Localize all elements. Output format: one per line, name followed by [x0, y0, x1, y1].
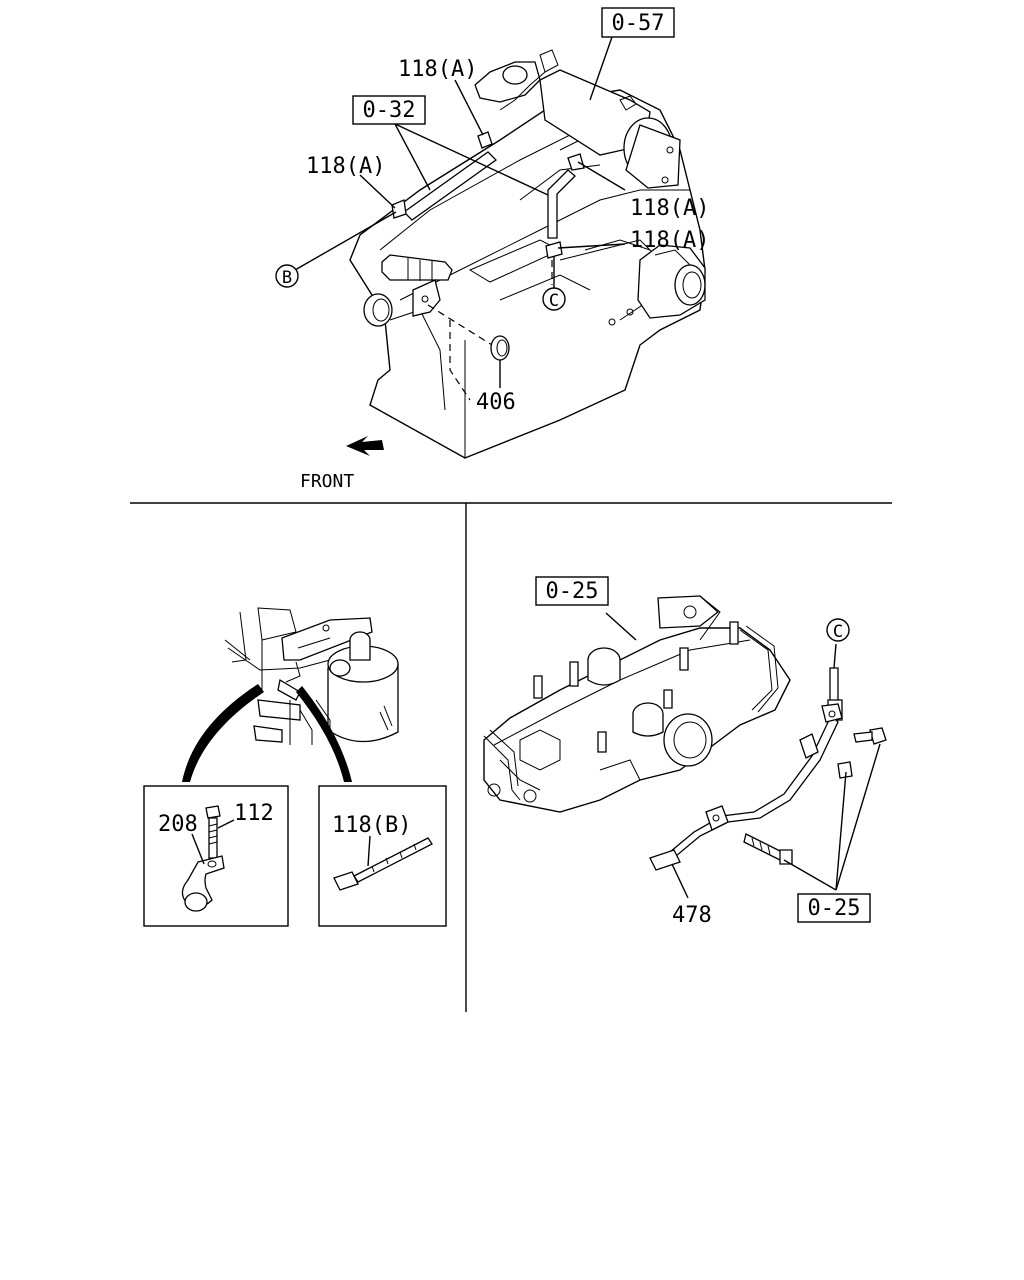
- leader-0-25-b: [835, 743, 881, 891]
- detail-pointer-right-icon: [296, 686, 352, 782]
- clip-bolt-illustration: [181, 805, 225, 912]
- front-label: FRONT: [300, 471, 354, 492]
- cable-tie-illustration: [333, 837, 433, 891]
- leader-118b: [367, 835, 371, 867]
- marker-c: C: [549, 291, 559, 311]
- ref-0-32: 0-32: [363, 98, 416, 123]
- callout-112: 112: [234, 801, 274, 826]
- marker-c-br-circle: [826, 618, 850, 642]
- leader-112: [217, 819, 235, 829]
- ref-box-0-57: [601, 7, 675, 38]
- callout-406: 406: [476, 390, 516, 415]
- detail-box-tie: [318, 785, 447, 927]
- ref-box-0-32: [352, 95, 426, 125]
- detail-pointer-left-icon: [182, 684, 264, 782]
- callout-478: 478: [672, 903, 712, 928]
- oil-pipe-illustration: [649, 667, 887, 871]
- top-leader-lines: [294, 36, 626, 388]
- engine-block-illustration: [349, 49, 706, 459]
- leader-478: [671, 863, 689, 899]
- leader-208: [191, 833, 205, 865]
- ref-box-0-25-bottom: [797, 893, 871, 923]
- leader-0-25-top: [605, 612, 637, 641]
- ref-0-25-bottom: 0-25: [808, 896, 861, 921]
- callout-118a-top: 118(A): [398, 57, 477, 82]
- fuel-filter-illustration: [224, 607, 399, 749]
- marker-b-circle: [275, 264, 299, 288]
- callout-118b: 118(B): [332, 813, 411, 838]
- intake-manifold-illustration: [483, 595, 791, 813]
- callout-118a-left: 118(A): [306, 154, 385, 179]
- ref-0-25-top: 0-25: [546, 579, 599, 604]
- callout-118a-right-lower: 118(A): [630, 228, 709, 253]
- leader-0-25-c: [783, 859, 837, 891]
- marker-b: B: [282, 268, 292, 288]
- ref-box-0-25-top: [535, 576, 609, 606]
- leader-0-25-a: [835, 771, 847, 891]
- callout-118a-right-upper: 118(A): [630, 196, 709, 221]
- marker-c-bottom-right: C: [833, 622, 843, 642]
- marker-c-circle: [542, 287, 566, 311]
- ref-0-57: 0-57: [612, 11, 665, 36]
- callout-208: 208: [158, 812, 198, 837]
- leader-c-bottom-right: [833, 643, 837, 669]
- front-arrow-icon: [346, 436, 384, 456]
